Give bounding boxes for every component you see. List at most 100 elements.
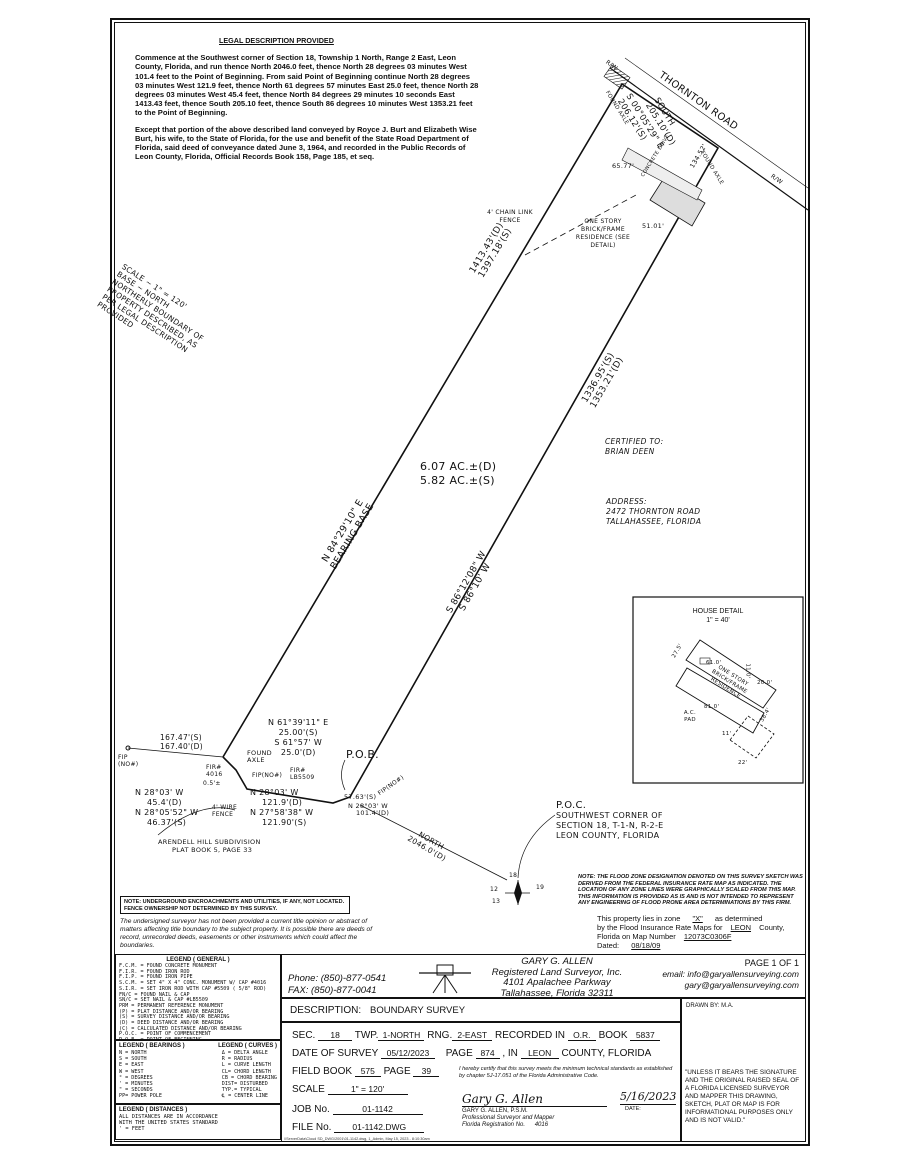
house-d22: 22': [738, 760, 748, 766]
house-d20: 20.0': [757, 680, 773, 686]
dist-65: 65.77': [612, 162, 635, 170]
poc-label: P.O.C.: [556, 800, 587, 811]
pob-leader: [341, 759, 346, 791]
house-detail-scale: 1" = 40': [706, 617, 730, 624]
legend-general-item: (D) = DEED DISTANCE AND/OR BEARING: [119, 1020, 224, 1027]
ne-bearing: N 61°39'11" E 25.00'(S) S 61°57' W 25.0'…: [268, 718, 328, 758]
zone-date: 08/18/09: [631, 941, 661, 950]
legal-paragraph-1: Commence at the Southwest corner of Sect…: [135, 53, 479, 118]
legend-general-item: PRM = PERMANENT REFERENCE MONUMENT: [119, 1002, 224, 1009]
flood-zone-block: This property lies in zone "X" as determ…: [597, 914, 812, 950]
job-field: JOB No. 01-1142: [292, 1104, 423, 1115]
page-count: PAGE 1 OF 1: [744, 958, 799, 968]
nw4-dist: 121.90'(S): [262, 818, 307, 827]
legend-general-item: F.I.P. = FOUND IRON PIPE: [119, 974, 193, 981]
legal-description: LEGAL DESCRIPTION PROVIDED Commence at t…: [135, 36, 480, 168]
house-d11b: 11': [722, 731, 732, 737]
west-dist-s: 167.47'(S): [160, 733, 202, 742]
seal-note: "UNLESS IT BEARS THE SIGNATURE AND THE O…: [685, 1069, 800, 1124]
description-row: DESCRIPTION: BOUNDARY SURVEY: [281, 998, 681, 1022]
legend-general-item: (C) = CALCULATED DISTANCE AND/OR BEARING: [119, 1025, 242, 1032]
residence-label: ONE STORY BRICK/FRAME RESIDENCE (SEE DET…: [575, 218, 631, 249]
legend-bearings-item: ' = MINUTES: [119, 1081, 153, 1088]
house-detail-wing: [675, 667, 765, 734]
company-header: Phone: (850)-877-0541 FAX: (850)-877-004…: [281, 954, 806, 998]
nw-bearings: N 28°03' W 45.4'(D) N 28°05'52" W 46.37'…: [135, 788, 198, 828]
legal-paragraph-2: Except that portion of the above describ…: [135, 124, 477, 162]
job-value: 01-1142: [332, 1104, 423, 1115]
west-extension: [127, 747, 224, 758]
legend-general-title: LEGEND ( GENERAL ): [166, 957, 230, 963]
ne-bearing-s: N 61°39'11" E: [268, 718, 329, 727]
date-field: DATE OF SURVEY 05/12/2023 PAGE 874 , IN …: [292, 1048, 651, 1059]
company-addr-2: Tallahassee, Florida 32311: [500, 987, 614, 999]
legend-general-item: (P) = PLAT DISTANCE AND/OR BEARING: [119, 1008, 224, 1015]
section-corner-symbol: [505, 880, 530, 905]
certified-label: CERTIFIED TO:: [605, 437, 664, 446]
legend-bearings-title: LEGEND ( BEARINGS ): [119, 1043, 185, 1049]
house-d81: 81.0': [704, 704, 720, 710]
date-label: DATE:: [625, 1106, 641, 1112]
address-block: ADDRESS: 2472 THORNTON ROAD TALLAHASSEE,…: [606, 497, 701, 527]
house-detail-porch: [729, 715, 775, 759]
area-survey: 5.82 AC.±(S): [420, 474, 495, 487]
section-18: 18: [509, 872, 518, 879]
company-name: GARY G. ALLEN: [521, 956, 593, 967]
certification-text: I hereby certify that this survey meets …: [459, 1066, 673, 1079]
legend-bearings-item: ° = DEGREES: [119, 1074, 153, 1081]
poc-leader: [517, 814, 556, 879]
legend-curves-item: DIST= DISTURBED: [221, 1081, 268, 1088]
hatch-corner: [603, 64, 631, 90]
west-dist-d: 167.40'(D): [160, 742, 203, 751]
company-email-1: email: info@garyallensurveying.com: [662, 969, 799, 979]
chain-link-fence: [524, 194, 637, 256]
section-19: 19: [536, 884, 545, 891]
scale-value: 1" = 120': [327, 1084, 408, 1095]
legend-general-item: S.C.M. = SET 4" X 4" CONC. MONUMENT W/ C…: [119, 980, 267, 987]
legend-bearings-item: N = NORTH: [119, 1050, 147, 1056]
in-label: , IN: [502, 1048, 518, 1059]
address-line-2: TALLAHASSEE, FLORIDA: [606, 517, 702, 526]
poc-line-3: LEON COUNTY, FLORIDA: [556, 831, 660, 840]
zone-map-number: 12073C0306F: [683, 932, 732, 941]
house-detail-title: HOUSE DETAIL: [692, 608, 744, 615]
legend-curves-item: L = CURVE LENGTH: [221, 1062, 271, 1069]
file-value: 01-1142.DWG: [334, 1122, 425, 1133]
west-dist: 167.47'(S) 167.40'(D): [160, 733, 203, 751]
fip-label: FIP (NO#): [118, 754, 139, 768]
subdivision-block: ARENDELL HILL SUBDIVISION PLAT BOOK 5, P…: [158, 838, 261, 854]
surveyor-credentials: GARY G. ALLEN, P.S.M. Professional Surve…: [462, 1108, 554, 1129]
zone-l4a: Dated:: [597, 941, 620, 950]
file-field: FILE No. 01-1142.DWG: [292, 1122, 425, 1133]
book-value: 5837: [630, 1030, 661, 1041]
drawn-seal-box: DRAWN BY: M.A. "UNLESS IT BEARS THE SIGN…: [681, 998, 806, 1142]
legend-curves-item: CL= CHORD LENGTH: [221, 1068, 271, 1075]
legend-dist-item: WITH THE UNITED STATES STANDARD: [119, 1120, 218, 1127]
in-value: LEON: [520, 1048, 559, 1059]
file-label: FILE No.: [292, 1122, 332, 1133]
company-phone: Phone: (850)-877-0541: [288, 973, 387, 984]
nw-dist-d: 45.4'(D): [147, 798, 182, 807]
legend-general-item: F.C.M. = FOUND CONCRETE MONUMENT: [119, 963, 218, 969]
ac-pad-label: A.C. PAD: [683, 710, 697, 723]
company-addr-1: 4101 Apalachee Parkway: [503, 977, 611, 988]
rng-label: RNG.: [427, 1030, 453, 1041]
description-value: BOUNDARY SURVEY: [370, 1005, 466, 1016]
fir-4016: FIR# 4016: [206, 764, 223, 778]
sheet-border: [110, 18, 810, 1146]
page-value: 874: [475, 1048, 500, 1059]
legend-dist-item: ' = FEET: [119, 1126, 145, 1133]
wire-fence: 4' WIRE FENCE: [212, 804, 238, 818]
scale-label: SCALE: [292, 1084, 325, 1095]
legend-general-item: S.I.R. = SET IRON ROD WITH CAP #5509 ( 5…: [119, 985, 267, 992]
nw5-dist: 101.4'(D): [356, 809, 390, 817]
job-label: JOB No.: [292, 1104, 330, 1115]
dos-label: DATE OF SURVEY: [292, 1048, 379, 1059]
zone-l2a: by the Flood Insurance Rate Maps for: [597, 923, 723, 932]
fip-marker: [125, 745, 131, 751]
legend-curves-item: Δ = DELTA ANGLE: [221, 1050, 268, 1056]
fieldbook-field: FIELD BOOK 575 PAGE 39: [292, 1066, 440, 1077]
